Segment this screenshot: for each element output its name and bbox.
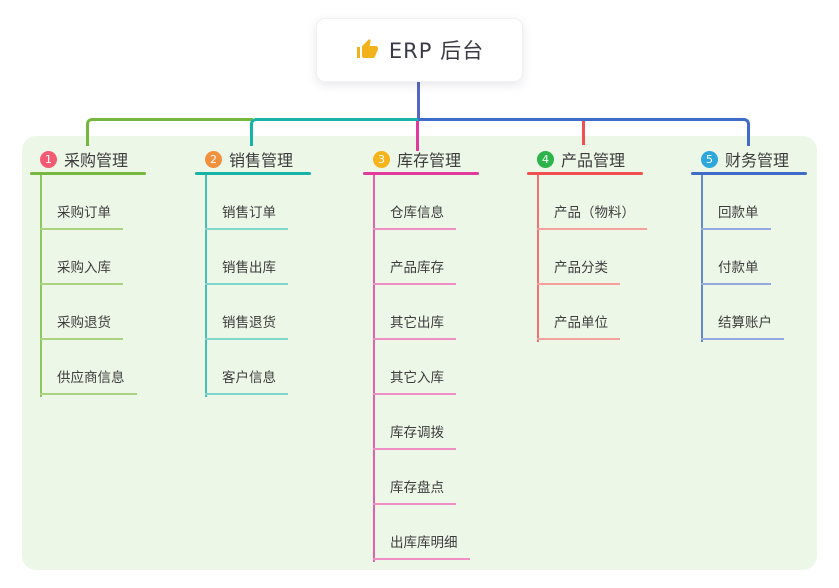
leaf-label: 产品（物料） [537, 205, 647, 230]
branch-5-connector [418, 118, 750, 146]
branch-header[interactable]: 4 产品管理 [537, 146, 625, 172]
leaf-label: 仓库信息 [373, 205, 456, 230]
mindmap-leaf-node[interactable]: 结算账户 [701, 285, 784, 340]
leaf-label: 其它出库 [373, 315, 456, 340]
leaf-label: 销售订单 [205, 205, 288, 230]
branch-underline [363, 172, 479, 175]
branch-underline [527, 172, 643, 175]
branch-number-badge: 4 [537, 150, 554, 168]
branch-header[interactable]: 1 采购管理 [40, 146, 128, 172]
mindmap-leaf-node[interactable]: 采购订单 [40, 175, 137, 230]
leaf-label: 结算账户 [701, 315, 784, 340]
leaf-label: 采购入库 [40, 260, 123, 285]
branches-background-panel [22, 136, 817, 570]
leaf-label: 库存调拨 [373, 425, 456, 450]
branch-children: 回款单 付款单 结算账户 [701, 175, 784, 340]
mindmap-leaf-node[interactable]: 产品分类 [537, 230, 647, 285]
root-trunk-connector [417, 82, 420, 119]
leaf-label: 付款单 [701, 260, 771, 285]
mindmap-leaf-node[interactable]: 销售退货 [205, 285, 288, 340]
mindmap-leaf-node[interactable]: 销售出库 [205, 230, 288, 285]
branch-underline [691, 172, 807, 175]
mindmap-leaf-node[interactable]: 其它入库 [373, 340, 470, 395]
mindmap-leaf-node[interactable]: 库存盘点 [373, 450, 470, 505]
branch-children: 仓库信息 产品库存 其它出库 其它入库 库存调拨 库存盘点 出库库明细 [373, 175, 470, 560]
branch-title: 产品管理 [561, 151, 626, 170]
leaf-label: 其它入库 [373, 370, 456, 395]
leaf-label: 出库库明细 [373, 535, 470, 560]
leaf-label: 采购退货 [40, 315, 123, 340]
branch-header[interactable]: 2 销售管理 [205, 146, 293, 172]
leaf-label: 采购订单 [40, 205, 123, 230]
branch-children-line [537, 175, 539, 342]
branch-children-line [40, 175, 42, 397]
branch-1-connector [86, 118, 253, 146]
branch-3-connector [416, 121, 419, 151]
branch-title: 采购管理 [64, 151, 129, 170]
thumbs-up-icon [355, 38, 379, 62]
branch-children-line [701, 175, 703, 342]
mindmap-leaf-node[interactable]: 供应商信息 [40, 340, 137, 395]
branch-underline [30, 172, 146, 175]
mindmap-leaf-node[interactable]: 出库库明细 [373, 505, 470, 560]
leaf-label: 供应商信息 [40, 370, 137, 395]
branch-title: 销售管理 [229, 151, 294, 170]
root-node-erp[interactable]: ERP 后台 [316, 18, 523, 82]
mindmap-leaf-node[interactable]: 其它出库 [373, 285, 470, 340]
branch-number-badge: 2 [205, 150, 222, 168]
mindmap-leaf-node[interactable]: 销售订单 [205, 175, 288, 230]
root-node-title: ERP 后台 [388, 39, 485, 63]
branch-4-connector [582, 121, 585, 145]
mindmap-leaf-node[interactable]: 回款单 [701, 175, 784, 230]
branch-2-connector [250, 118, 419, 146]
branch-header[interactable]: 5 财务管理 [701, 146, 789, 172]
leaf-label: 产品单位 [537, 315, 620, 340]
branch-children-line [205, 175, 207, 397]
branch-title: 财务管理 [725, 151, 790, 170]
mindmap-leaf-node[interactable]: 仓库信息 [373, 175, 470, 230]
mindmap-leaf-node[interactable]: 产品库存 [373, 230, 470, 285]
branch-underline [195, 172, 311, 175]
leaf-label: 回款单 [701, 205, 771, 230]
mindmap-leaf-node[interactable]: 客户信息 [205, 340, 288, 395]
mindmap-leaf-node[interactable]: 产品（物料） [537, 175, 647, 230]
branch-number-badge: 3 [373, 150, 390, 168]
leaf-label: 销售出库 [205, 260, 288, 285]
branch-number-badge: 5 [701, 150, 718, 168]
branch-number-badge: 1 [40, 150, 57, 168]
branch-title: 库存管理 [397, 151, 462, 170]
leaf-label: 客户信息 [205, 370, 288, 395]
branch-header[interactable]: 3 库存管理 [373, 146, 461, 172]
leaf-label: 库存盘点 [373, 480, 456, 505]
mindmap-leaf-node[interactable]: 采购退货 [40, 285, 137, 340]
branch-children: 产品（物料） 产品分类 产品单位 [537, 175, 647, 340]
leaf-label: 产品分类 [537, 260, 620, 285]
mindmap-leaf-node[interactable]: 库存调拨 [373, 395, 470, 450]
leaf-label: 产品库存 [373, 260, 456, 285]
branch-children: 采购订单 采购入库 采购退货 供应商信息 [40, 175, 137, 395]
branch-children: 销售订单 销售出库 销售退货 客户信息 [205, 175, 288, 395]
mindmap-leaf-node[interactable]: 采购入库 [40, 230, 137, 285]
mindmap-leaf-node[interactable]: 付款单 [701, 230, 784, 285]
branch-children-line [373, 175, 375, 562]
mindmap-leaf-node[interactable]: 产品单位 [537, 285, 647, 340]
leaf-label: 销售退货 [205, 315, 288, 340]
